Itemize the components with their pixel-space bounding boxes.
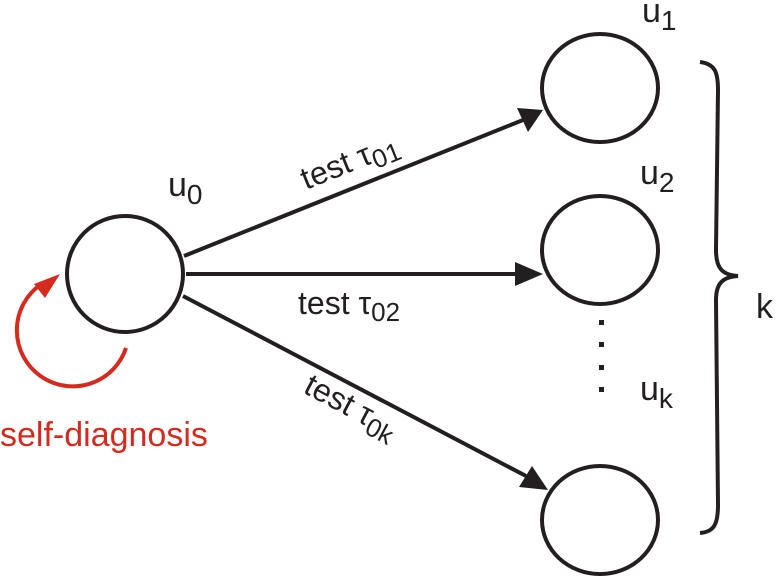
self-diagnosis-label: self-diagnosis	[0, 416, 208, 454]
node-u0	[65, 214, 185, 334]
self-loop-arrow	[14, 283, 128, 389]
label-u2: u2	[640, 154, 675, 198]
edge-u0-u1	[183, 116, 529, 258]
node-uk	[540, 464, 660, 576]
label-u1: u1	[642, 0, 677, 36]
label-uk: uk	[640, 370, 674, 414]
brace	[699, 60, 739, 535]
arrowhead-u1	[517, 108, 543, 132]
arrowhead-uk	[519, 466, 548, 490]
label-u0: u0	[168, 166, 203, 210]
node-u1	[540, 32, 660, 144]
self-loop-arrowhead	[34, 274, 60, 298]
node-u2	[540, 194, 660, 306]
edge-label-02: test τ02	[298, 285, 400, 327]
ellipsis-dots	[599, 320, 604, 392]
edge-u0-uk	[182, 294, 527, 478]
edge-label-0k: test τ0k	[296, 366, 405, 451]
arrowhead-u2	[515, 262, 543, 286]
brace-label-k: k	[756, 288, 774, 326]
